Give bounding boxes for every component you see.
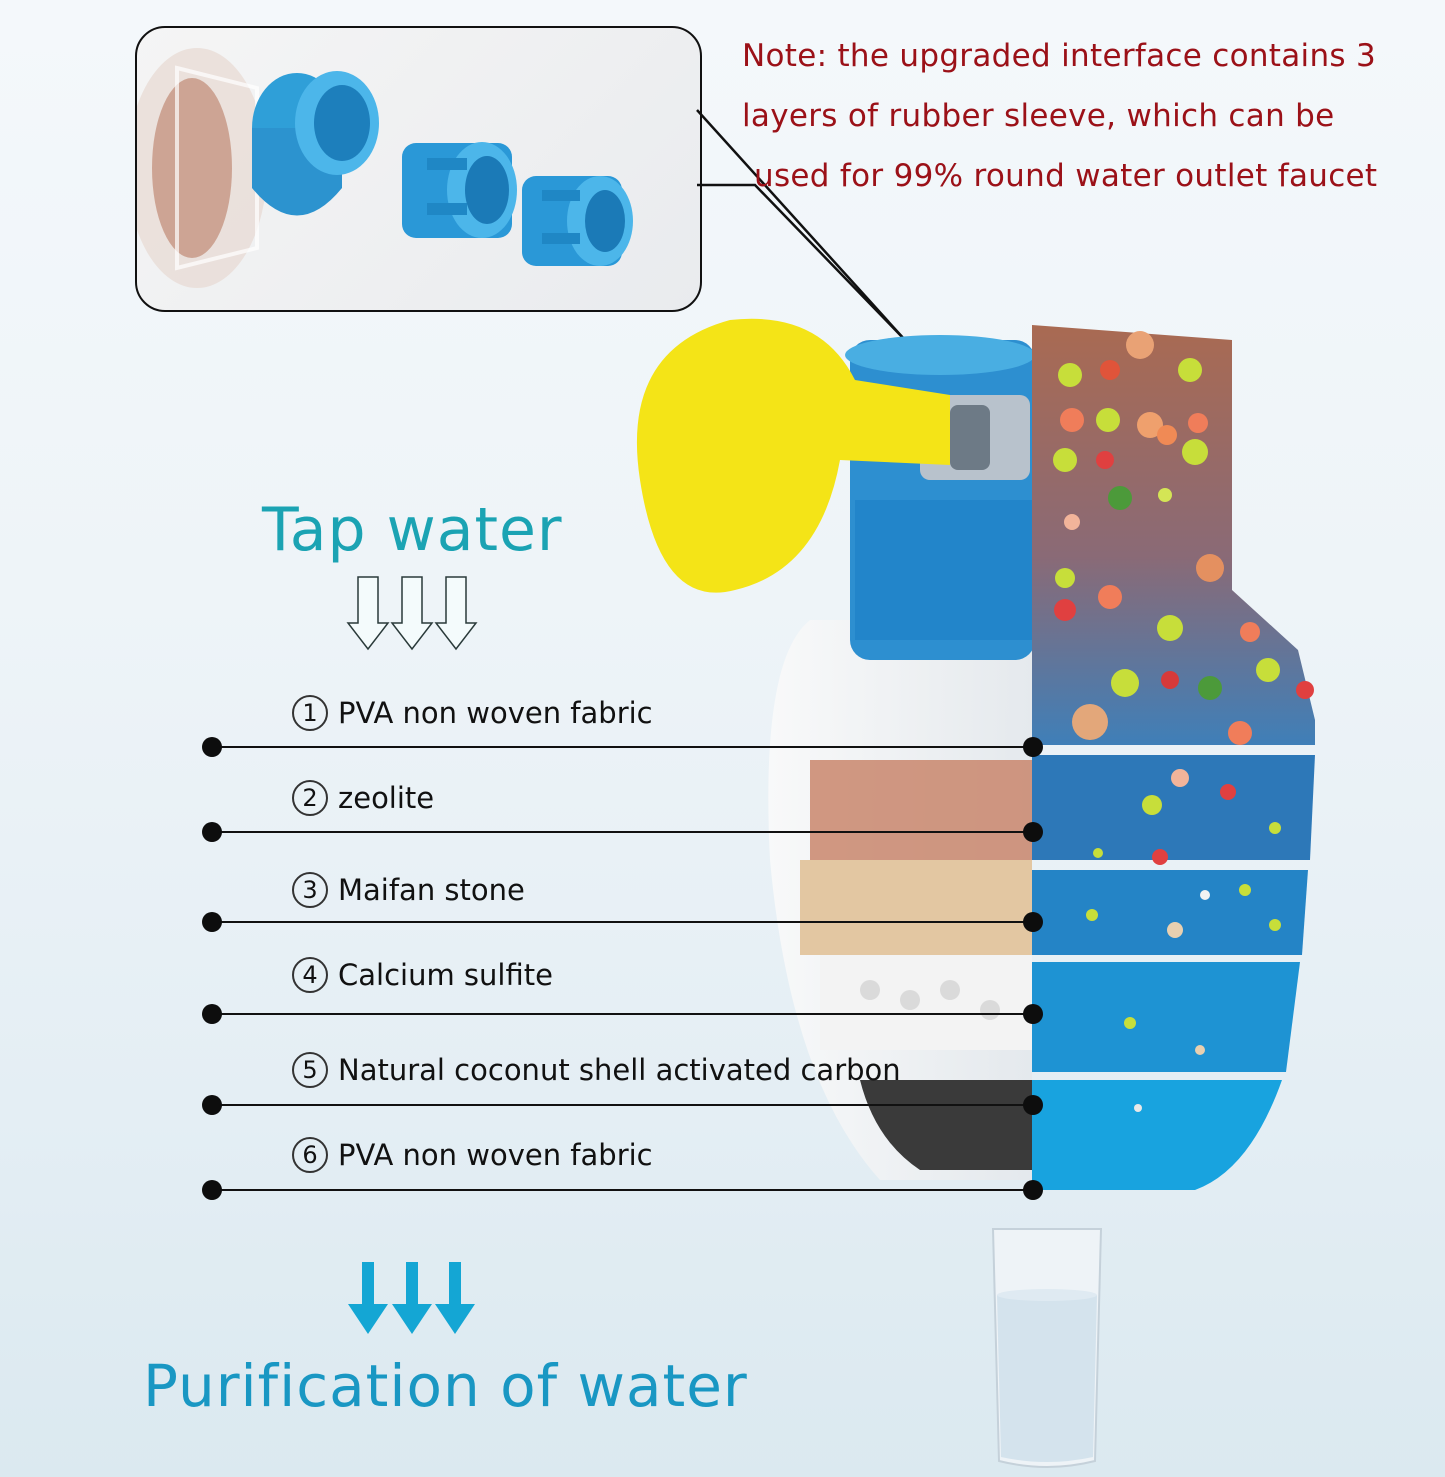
layer-1-right-dot xyxy=(1023,737,1043,757)
calcium-sulfite-media xyxy=(820,955,1032,1050)
tap-water-title: Tap water xyxy=(262,495,563,565)
layer-4-left-dot xyxy=(202,1004,222,1024)
zeolite-media xyxy=(810,760,1032,860)
layer-2-label: 2 zeolite xyxy=(292,780,434,816)
compatibility-note: Note: the upgraded interface contains 3 … xyxy=(742,26,1442,206)
layer-2-right-dot xyxy=(1023,822,1043,842)
purification-title: Purification of water xyxy=(143,1352,748,1420)
layer-5-line xyxy=(212,1104,1034,1106)
layer-4-text: Calcium sulfite xyxy=(338,958,553,992)
layer-6-number: 6 xyxy=(292,1137,328,1173)
layer-1-left-dot xyxy=(202,737,222,757)
outline-down-arrows-icon xyxy=(346,576,478,651)
layer-1-label: 1 PVA non woven fabric xyxy=(292,695,653,731)
faucet-filter-cross-section xyxy=(636,318,1315,1190)
layer-5-left-dot xyxy=(202,1095,222,1115)
callout-pointer xyxy=(696,109,906,341)
layer-5-text: Natural coconut shell activated carbon xyxy=(338,1053,901,1087)
layer-1-line xyxy=(212,746,1034,748)
rubber-sleeve-closeup-image xyxy=(137,48,633,288)
maifan-stone-media xyxy=(800,860,1032,955)
layer-6-left-dot xyxy=(202,1180,222,1200)
layer-2-text: zeolite xyxy=(338,781,435,815)
note-line-3: used for 99% round water outlet faucet xyxy=(754,158,1378,194)
layer-3-text: Maifan stone xyxy=(338,873,525,907)
layer-1-number: 1 xyxy=(292,695,328,731)
layer-1-text: PVA non woven fabric xyxy=(338,696,653,730)
contaminant-particles xyxy=(1053,331,1314,1112)
layer-3-label: 3 Maifan stone xyxy=(292,872,525,908)
layer-2-line xyxy=(212,831,1034,833)
layer-5-right-dot xyxy=(1023,1095,1043,1115)
layer-5-label: 5 Natural coconut shell activated carbon xyxy=(292,1052,901,1088)
layer-2-left-dot xyxy=(202,822,222,842)
water-glass-icon xyxy=(991,1228,1103,1468)
layer-5-number: 5 xyxy=(292,1052,328,1088)
layer-3-left-dot xyxy=(202,912,222,932)
layer-4-number: 4 xyxy=(292,957,328,993)
layer-6-text: PVA non woven fabric xyxy=(338,1138,653,1172)
layer-6-line xyxy=(212,1189,1034,1191)
layer-6-label: 6 PVA non woven fabric xyxy=(292,1137,653,1173)
layer-4-right-dot xyxy=(1023,1004,1043,1024)
note-line-2: layers of rubber sleeve, which can be xyxy=(742,98,1335,134)
note-line-1: Note: the upgraded interface contains 3 xyxy=(742,38,1377,74)
layer-3-right-dot xyxy=(1023,912,1043,932)
layer-6-right-dot xyxy=(1023,1180,1043,1200)
layer-3-line xyxy=(212,921,1034,923)
solid-down-arrows-icon xyxy=(348,1262,475,1334)
layer-3-number: 3 xyxy=(292,872,328,908)
rubber-sleeve-callout xyxy=(135,26,702,312)
layer-4-label: 4 Calcium sulfite xyxy=(292,957,553,993)
activated-carbon-media xyxy=(860,1080,1032,1170)
layer-2-number: 2 xyxy=(292,780,328,816)
layer-4-line xyxy=(212,1013,1034,1015)
